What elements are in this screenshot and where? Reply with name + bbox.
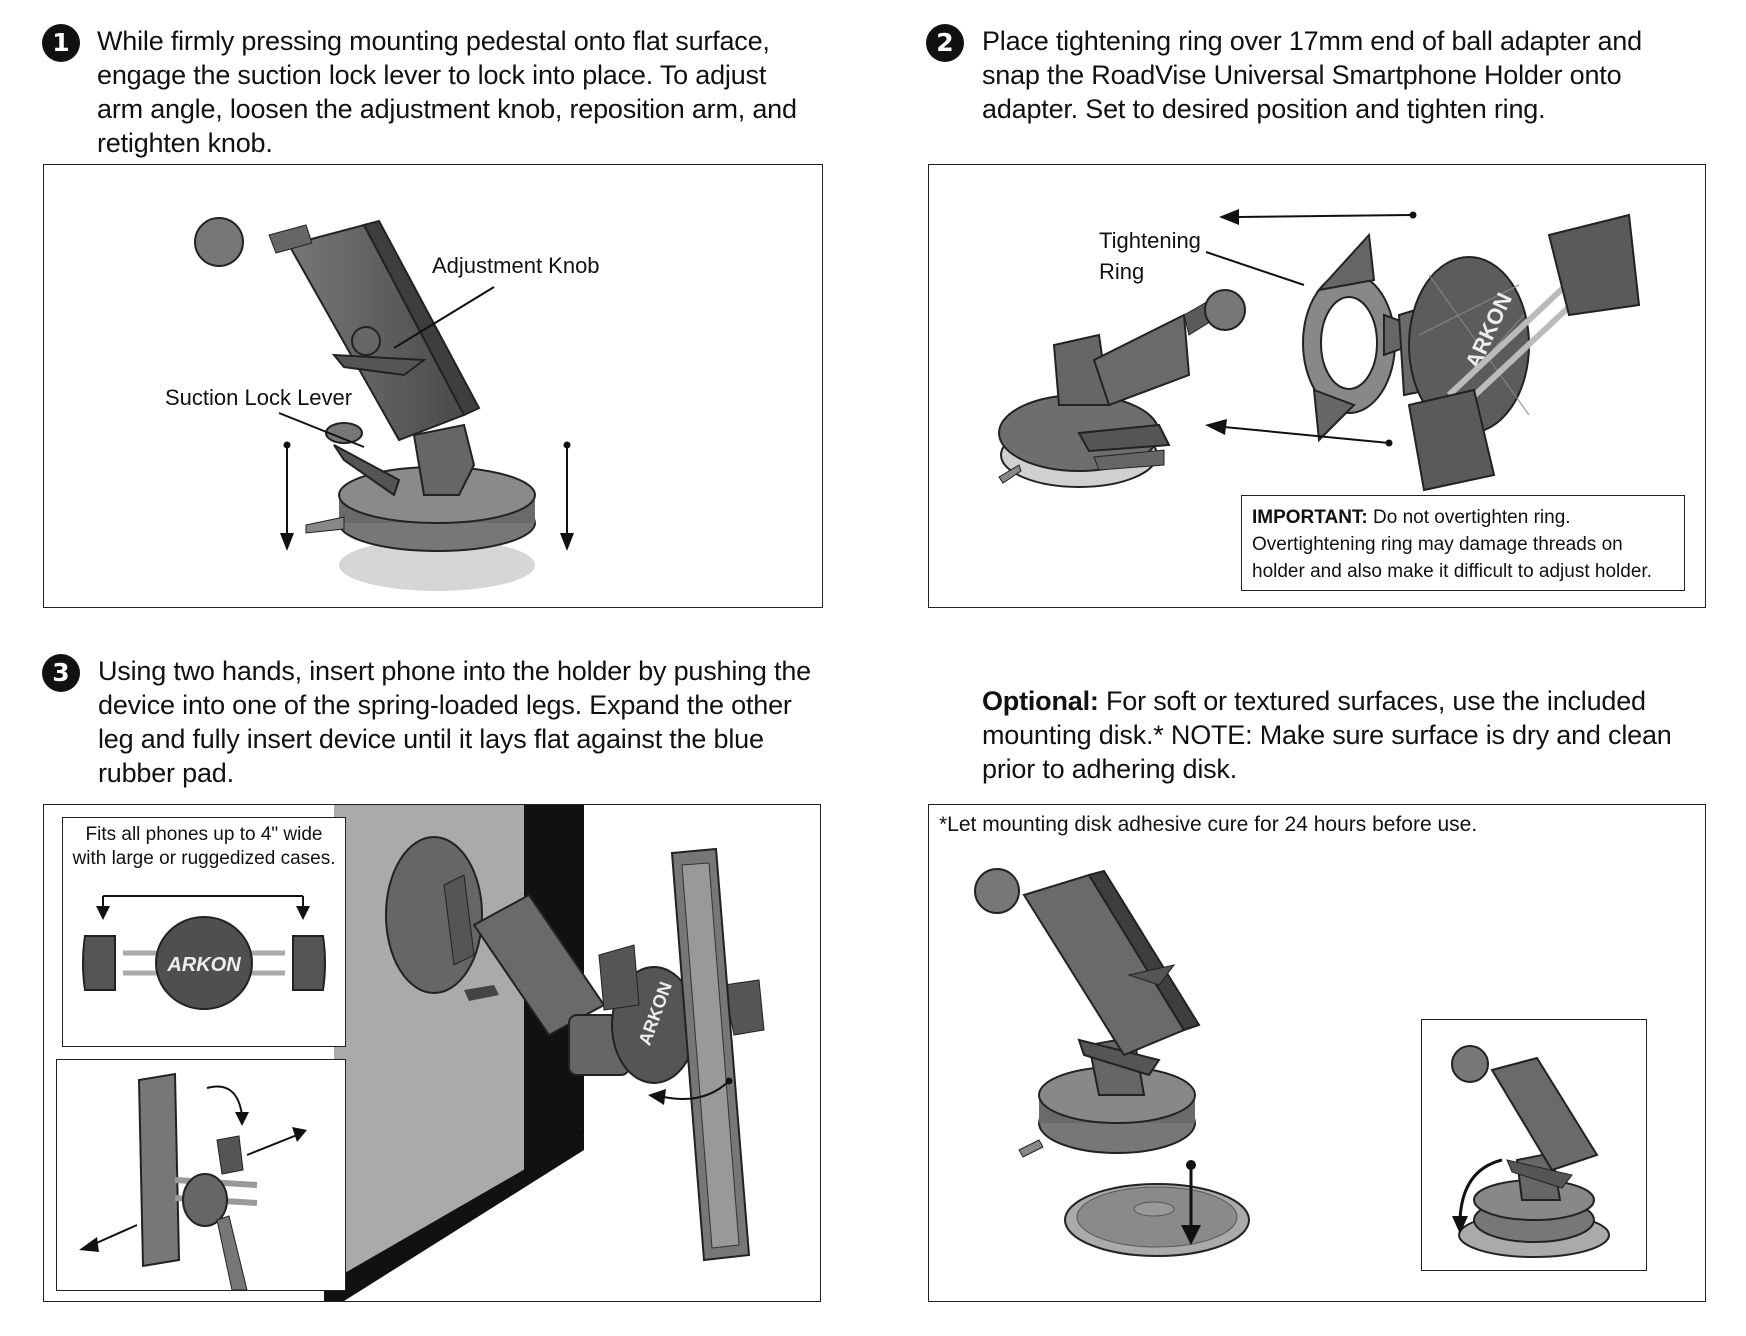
cure-note: *Let mounting disk adhesive cure for 24 … xyxy=(939,813,1478,836)
step-1-text: While firmly pressing mounting pedestal … xyxy=(97,26,797,158)
holder-width-diagram: ARKON xyxy=(82,895,326,1010)
width-arrow-right-icon xyxy=(296,906,310,920)
expand-arrow-left-icon xyxy=(79,1224,138,1252)
adjustment-knob-label: Adjustment Knob xyxy=(432,253,600,278)
fits-line-2: with large or ruggedized cases. xyxy=(72,848,336,869)
curved-arrow-icon xyxy=(648,1077,733,1105)
attached-mount-inset xyxy=(1421,1019,1647,1271)
optional-body: For soft or textured surfaces, use the i… xyxy=(982,686,1672,784)
important-text: Do not overtighten ring. Overtightening … xyxy=(1252,507,1652,582)
step-3-text: Using two hands, insert phone into the h… xyxy=(98,656,811,788)
step-2-text: Place tightening ring over 17mm end of b… xyxy=(982,26,1642,124)
tightening-ring-label-2: Ring xyxy=(1099,259,1145,284)
arrow-bottom-icon xyxy=(1205,419,1393,447)
important-label: IMPORTANT: xyxy=(1252,507,1368,528)
holder-on-wall-icon: ARKON xyxy=(568,944,765,1084)
down-arrow-disk-icon xyxy=(1181,1160,1201,1245)
mount-assembly-illustration xyxy=(194,217,574,591)
rotate-arrow-icon xyxy=(1452,1158,1503,1234)
arkon-logo-inset: ARKON xyxy=(166,954,241,976)
down-arrow-right-icon xyxy=(560,441,574,551)
phone-insert-inset xyxy=(56,1059,346,1291)
optional-illustration-panel: *Let mounting disk adhesive cure for 24 … xyxy=(928,804,1706,1302)
tightening-ring-label-1: Tightening xyxy=(1099,228,1201,253)
step-2-number: 2 xyxy=(926,24,964,62)
suction-cup-wall-icon xyxy=(385,836,606,1037)
optional-label: Optional: xyxy=(982,686,1099,716)
curved-arrow-inset-icon xyxy=(206,1085,249,1126)
optional-text: Optional: For soft or textured surfaces,… xyxy=(982,684,1702,786)
suction-lock-lever-label: Suction Lock Lever xyxy=(165,385,353,410)
smartphone-icon xyxy=(670,847,751,1262)
tightening-ring-icon xyxy=(1302,232,1442,443)
mounting-disk-illustration xyxy=(974,868,1250,1257)
important-note: IMPORTANT: Do not overtighten ring. Over… xyxy=(1241,495,1685,591)
step-2-illustration-panel: ARKON Tightening Ring IMPORTANT: Do not … xyxy=(928,164,1706,608)
smartphone-holder-icon: ARKON xyxy=(1397,213,1641,492)
expand-arrow-right-icon xyxy=(246,1127,307,1156)
fits-all-phones-inset: Fits all phones up to 4" wide with large… xyxy=(62,817,346,1047)
mounting-disk-icon xyxy=(1064,1183,1250,1257)
width-arrow-left-icon xyxy=(96,906,110,920)
step-1-number: 1 xyxy=(42,24,80,62)
step-3-illustration-panel: ARKON Fits all phones up to 4" wide with… xyxy=(43,804,821,1302)
insert-phone-diagram xyxy=(79,1072,307,1290)
step-3-number: 3 xyxy=(42,654,80,692)
attached-mount-diagram xyxy=(1451,1045,1610,1258)
fits-line-1: Fits all phones up to 4" wide xyxy=(85,824,323,845)
down-arrow-left-icon xyxy=(280,441,294,551)
ring-and-holder-illustration: ARKON xyxy=(998,209,1641,492)
phone-insert-illustration: ARKON xyxy=(324,805,765,1301)
arrow-top-icon xyxy=(1219,209,1417,225)
step-1-illustration-panel: Adjustment Knob Suction Lock Lever xyxy=(43,164,823,608)
